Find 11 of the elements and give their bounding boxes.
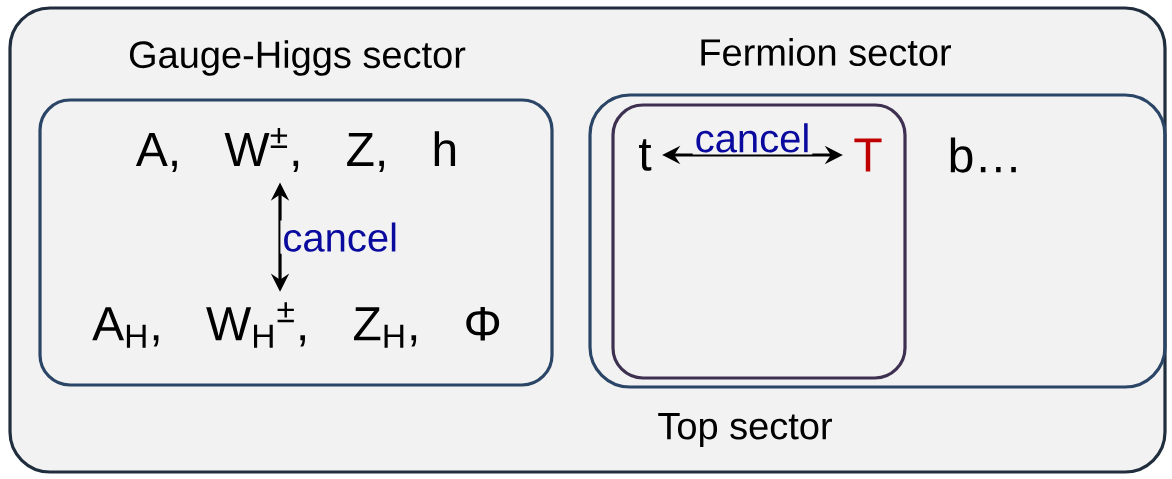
particle-label: b…	[950, 137, 1016, 173]
edge-label: cancel	[696, 123, 808, 153]
edge-label: cancel	[284, 222, 396, 252]
particle-label: T	[854, 138, 882, 172]
panel-background	[8, 6, 1167, 474]
sector-heading: Fermion sector	[701, 38, 951, 66]
particle-label: A, W$^{±}$, Z, h	[135, 127, 456, 173]
sector-heading: Gauge-Higgs sector	[129, 40, 466, 76]
particle-label: t	[639, 139, 652, 171]
particle-label: A$_{H}$, W$_{H}$$^{±}$, Z$_{H}$, Φ	[92, 302, 500, 348]
sector-heading: Top sector	[658, 413, 832, 447]
